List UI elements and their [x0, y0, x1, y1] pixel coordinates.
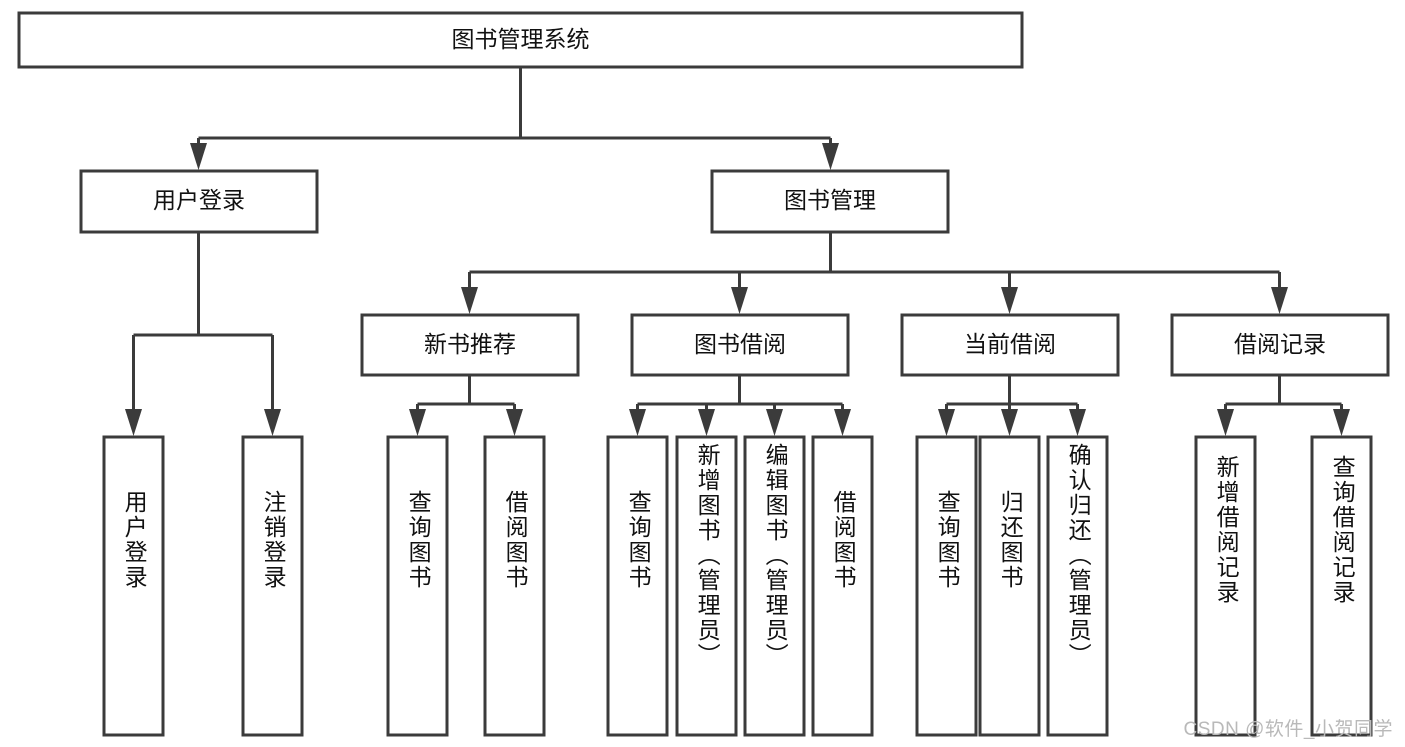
node-leaf-cb-confirm-return[interactable] [1046, 435, 1109, 737]
node-current-borrow[interactable] [900, 313, 1120, 377]
arrow-head-book-manage [822, 143, 839, 170]
node-current-borrow-label: 当前借阅 [964, 331, 1056, 357]
node-new-book-recommend[interactable] [360, 313, 580, 377]
arrow-head-new-book-recommend [461, 287, 478, 314]
node-leaf-br-query-record[interactable] [1310, 435, 1373, 737]
arrow-head-book-borrow [731, 287, 748, 314]
arrow-head-leaf-user-login [125, 409, 142, 436]
arrow-head-bb-leaf-3 [766, 409, 783, 436]
node-leaf-bb-borrow-book[interactable] [811, 435, 874, 737]
connector-group-borrow-record [1217, 375, 1350, 436]
node-leaf-bb-edit-book[interactable] [743, 435, 806, 737]
arrow-head-nbr-leaf-2 [506, 409, 523, 436]
arrow-head-current-borrow [1001, 287, 1018, 314]
node-user-login-label: 用户登录 [153, 187, 245, 213]
arrow-head-borrow-record [1271, 287, 1288, 314]
node-root-system-label: 图书管理系统 [452, 26, 590, 52]
connector-group-book-borrow [629, 375, 851, 436]
arrow-head-br-leaf-1 [1217, 409, 1234, 436]
arrow-head-leaf-logout [264, 409, 281, 436]
connector-group-root [190, 67, 839, 170]
arrow-head-nbr-leaf-1 [409, 409, 426, 436]
node-book-borrow[interactable] [630, 313, 850, 377]
node-leaf-cb-query-book[interactable] [915, 435, 978, 737]
arrow-head-user-login [190, 143, 207, 170]
arrow-head-cb-leaf-3 [1069, 409, 1086, 436]
arrow-head-cb-leaf-1 [938, 409, 955, 436]
connector-group-current-borrow [938, 375, 1086, 436]
watermark-label: CSDN @软件_小贺同学 [1183, 719, 1393, 740]
node-book-manage[interactable] [710, 169, 950, 234]
node-new-book-recommend-label: 新书推荐 [424, 331, 516, 357]
arrow-head-br-leaf-2 [1333, 409, 1350, 436]
node-book-manage-label: 图书管理 [784, 187, 876, 213]
node-leaf-cb-return-book[interactable] [978, 435, 1041, 737]
node-leaf-logout[interactable] [241, 435, 304, 737]
node-leaf-nbr-query-book[interactable] [386, 435, 449, 737]
node-root-system[interactable] [17, 11, 1024, 69]
node-leaf-user-login[interactable] [102, 435, 165, 737]
node-borrow-record-label: 借阅记录 [1234, 331, 1326, 357]
node-leaf-nbr-borrow-book[interactable] [483, 435, 546, 737]
node-leaf-bb-query-book[interactable] [606, 435, 669, 737]
connector-group-book-manage [461, 232, 1288, 314]
arrow-head-cb-leaf-2 [1001, 409, 1018, 436]
node-leaf-br-add-record[interactable] [1194, 435, 1257, 737]
node-user-login[interactable] [79, 169, 319, 234]
arrow-head-bb-leaf-2 [698, 409, 715, 436]
connector-group-new-book-recommend [409, 375, 523, 436]
connector-group-user-login [125, 232, 281, 436]
node-borrow-record[interactable] [1170, 313, 1390, 377]
arrow-head-bb-leaf-1 [629, 409, 646, 436]
arrow-head-bb-leaf-4 [834, 409, 851, 436]
node-leaf-bb-add-book[interactable] [675, 435, 738, 737]
node-book-borrow-label: 图书借阅 [694, 331, 786, 357]
